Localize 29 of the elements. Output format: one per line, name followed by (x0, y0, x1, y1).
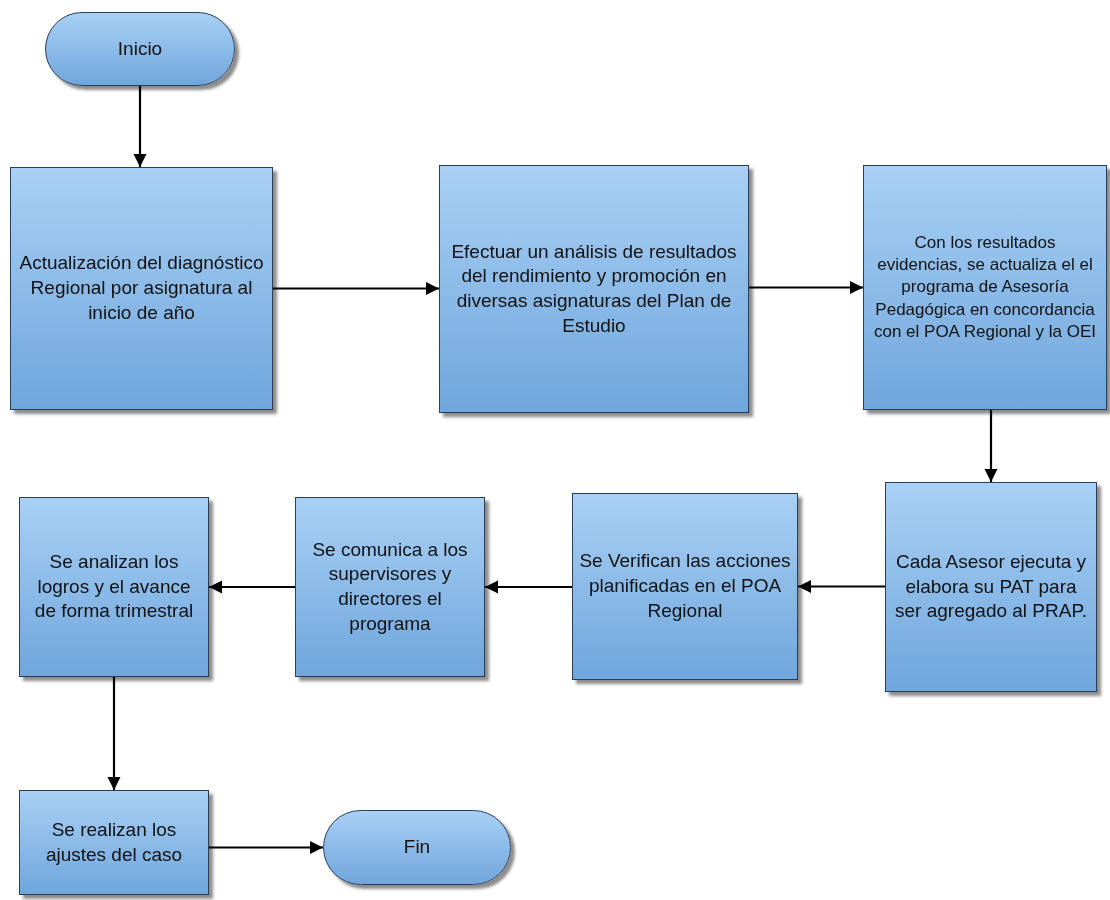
node-text: Con los resultados evidencias, se actualiza el el programa de Asesoría Pedagógica en concordancia con el POA Regional y la OEI (872, 232, 1098, 343)
arrow (273, 281, 439, 296)
terminal-pill (45, 12, 235, 86)
arrow (984, 410, 998, 482)
process-box (19, 790, 209, 895)
arrow (209, 840, 323, 855)
terminal-pill (323, 810, 511, 885)
arrow (798, 579, 885, 594)
process-box (439, 165, 749, 413)
arrow (749, 280, 863, 295)
arrow (209, 580, 295, 594)
process-box (863, 165, 1107, 410)
arrow (485, 580, 572, 594)
arrow (133, 86, 147, 167)
process-box (19, 497, 209, 677)
arrow (107, 677, 121, 790)
node-text: Inicio (117, 36, 163, 61)
process-box (885, 482, 1097, 692)
node-text: Cada Asesor ejecuta y elabora su PAT para ser agregado al PRAP. (894, 549, 1088, 624)
process-box (10, 167, 273, 410)
node-text: Fin (403, 835, 431, 860)
node-text: Se realizan los ajustes del caso (44, 817, 184, 867)
node-text: Se comunica a los supervisores y directores el programa (311, 537, 469, 636)
process-box (572, 493, 798, 680)
node-text: Actualización del diagnóstico Regional por asignatura al inicio de año (18, 251, 265, 325)
node-text: Efectuar un análisis de resultados del rendimiento y promoción en diversas asignaturas del Plan de Estudio (450, 239, 738, 338)
node-text: Se analizan los logros y el avance de forma trimestral (33, 549, 195, 624)
process-box (295, 497, 485, 677)
node-text: Se Verifican las acciones planificadas en el POA Regional (579, 549, 791, 623)
